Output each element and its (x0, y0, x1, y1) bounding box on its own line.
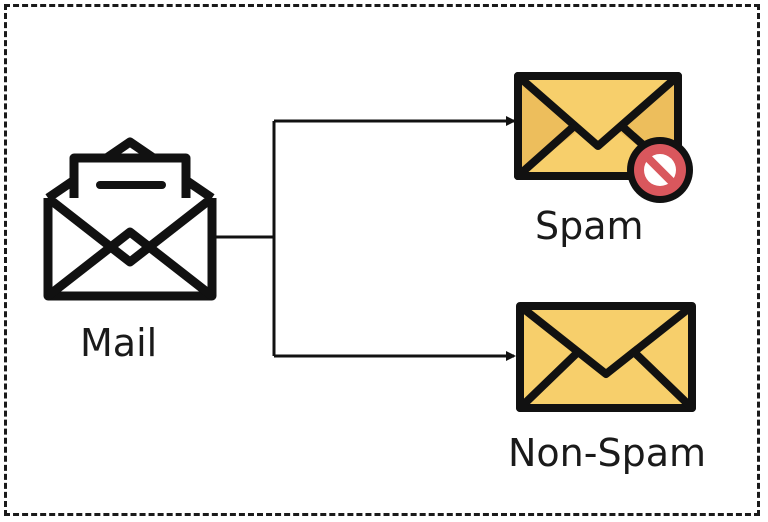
open-envelope-with-letter-icon (43, 137, 217, 301)
envelope-icon (516, 302, 696, 412)
non-spam-label: Non-Spam (508, 431, 707, 475)
spam-label: Spam (535, 204, 644, 248)
flow-connectors (216, 116, 516, 361)
envelope-with-prohibited-sign-icon (514, 72, 693, 203)
mail-label: Mail (80, 321, 158, 365)
prohibited-sign-icon (627, 137, 693, 203)
dashed-border (4, 4, 760, 516)
